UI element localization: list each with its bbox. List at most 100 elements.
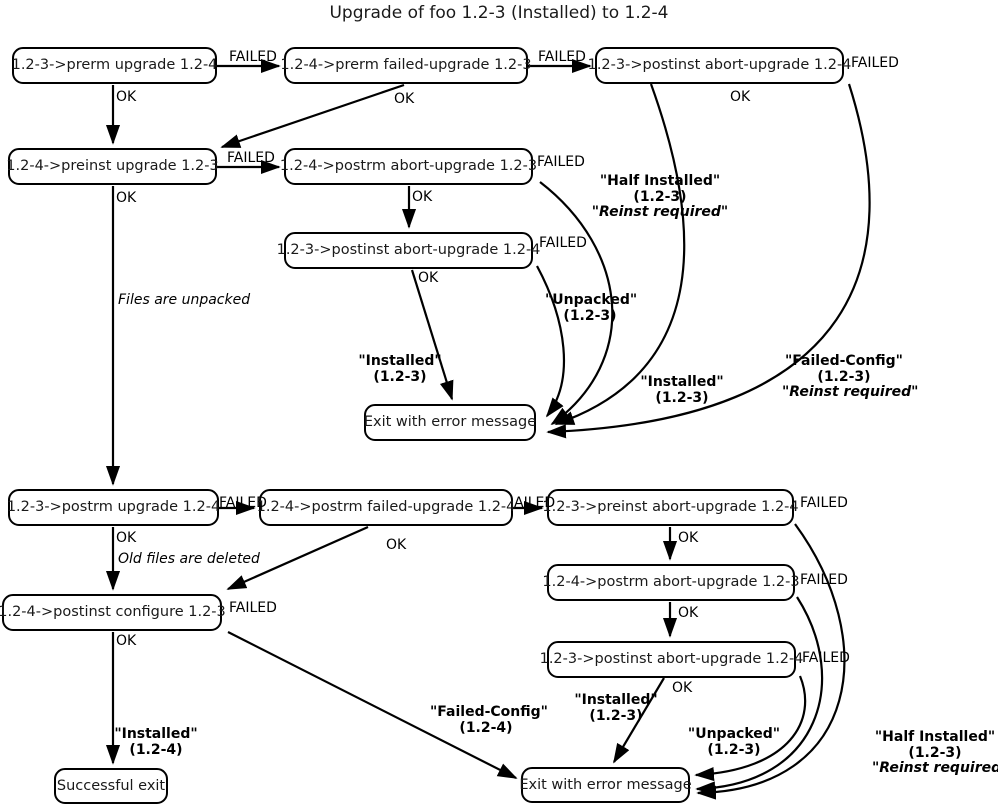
edge-label-text: FAILED — [800, 495, 848, 511]
node-label: 1.2-3->postinst abort-upgrade 1.2-4 — [587, 57, 852, 74]
state-line2: (1.2-4) — [129, 741, 183, 758]
state-line2: (1.2-3) — [589, 707, 643, 724]
edge-label-ok: OK — [386, 537, 407, 554]
edge-label-ok: OK — [678, 530, 699, 547]
node-label: 1.2-3->preinst abort-upgrade 1.2-4 — [542, 499, 799, 516]
edge-label-text: OK — [672, 680, 693, 696]
state-line2: (1.2-3) — [655, 389, 709, 406]
state-line1: "Half Installed" — [874, 729, 996, 745]
edge-label-text: OK — [116, 530, 137, 546]
state-label-half-installed: "Half Installed" (1.2-3) "Reinst require… — [872, 729, 998, 777]
state-line1: "Unpacked" — [545, 292, 638, 308]
state-line1: "Installed" — [114, 726, 198, 742]
note-text: Files are unpacked — [118, 292, 251, 308]
edge-label-failed: FAILED — [227, 150, 275, 167]
edge-label-failed: FAILED — [851, 55, 899, 72]
edge-label-text: OK — [678, 605, 699, 621]
edge-label-text: FAILED — [229, 49, 277, 65]
edge-label-failed: FAILED — [219, 495, 267, 512]
state-line3: "Reinst required" — [782, 384, 919, 401]
edge-label-text: FAILED — [802, 650, 850, 666]
node-postinst-abort-upgrade-bottom[interactable]: 1.2-3->postinst abort-upgrade 1.2-4 — [540, 641, 803, 678]
edge-label-failed: FAILED — [229, 49, 277, 66]
node-prerm-upgrade[interactable]: 1.2-3->prerm upgrade 1.2-4 — [12, 47, 217, 84]
state-line1: "Installed" — [640, 374, 724, 390]
node-label: 1.2-3->postinst abort-upgrade 1.2-4 — [276, 242, 541, 259]
edge-label-failed: FAILED — [538, 49, 586, 66]
edge-label-text: FAILED — [538, 49, 586, 65]
node-prerm-failed-upgrade[interactable]: 1.2-4->prerm failed-upgrade 1.2-3 — [280, 47, 532, 84]
edge-label-failed: AILED — [514, 495, 556, 512]
edge-label-ok: OK — [412, 189, 433, 206]
node-successful-exit[interactable]: Successful exit — [54, 768, 168, 804]
edge-label-failed: FAILED — [539, 235, 587, 252]
node-preinst-upgrade[interactable]: 1.2-4->preinst upgrade 1.2-3 — [6, 148, 219, 185]
edge-label-ok: OK — [394, 91, 415, 108]
edge-label-text: FAILED — [851, 55, 899, 71]
edge-label-text: FAILED — [229, 600, 277, 616]
state-line1: "Failed-Config" — [785, 353, 903, 369]
node-label: 1.2-4->postrm abort-upgrade 1.2-3 — [542, 574, 800, 591]
node-label: 1.2-3->postrm upgrade 1.2-4 — [6, 499, 221, 516]
node-label: Exit with error message — [363, 414, 537, 431]
state-line1: "Installed" — [574, 692, 658, 708]
state-line3: "Reinst required" — [591, 204, 729, 221]
edge-label-failed: FAILED — [537, 154, 585, 171]
node-postrm-failed-upgrade[interactable]: 1.2-4->postrm failed-upgrade 1.2-4 — [256, 489, 516, 526]
edge-label-text: OK — [394, 91, 415, 107]
edge-label-text: OK — [116, 190, 137, 206]
node-label: 1.2-4->postinst configure 1.2-3 — [0, 604, 226, 621]
edge-label-text: OK — [412, 189, 433, 205]
node-exit-with-error-message-bottom[interactable]: Exit with error message — [519, 767, 692, 803]
node-label: 1.2-3->postinst abort-upgrade 1.2-4 — [539, 651, 804, 668]
node-label: 1.2-4->prerm failed-upgrade 1.2-3 — [280, 57, 532, 74]
note-files-are-unpacked: Files are unpacked — [118, 292, 251, 309]
edge-label-text: FAILED — [219, 495, 267, 511]
state-line2: (1.2-3) — [908, 744, 962, 761]
state-label-installed: "Installed" (1.2-4) — [111, 726, 201, 758]
edge-label-text: OK — [418, 270, 439, 286]
node-label: 1.2-4->postrm failed-upgrade 1.2-4 — [256, 499, 516, 516]
edge-label-text: OK — [116, 89, 137, 105]
node-postinst-abort-upgrade-top[interactable]: 1.2-3->postinst abort-upgrade 1.2-4 — [588, 47, 851, 84]
edge-label-text: FAILED — [800, 572, 848, 588]
node-postinst-configure[interactable]: 1.2-4->postinst configure 1.2-3 — [0, 594, 226, 631]
page-title: Upgrade of foo 1.2-3 (Installed) to 1.2-… — [329, 3, 669, 23]
node-preinst-abort-upgrade[interactable]: 1.2-3->preinst abort-upgrade 1.2-4 — [542, 489, 799, 526]
state-label-unpacked: "Unpacked" (1.2-3) — [545, 292, 638, 324]
state-label-unpacked: "Unpacked" (1.2-3) — [686, 726, 782, 758]
state-line2: (1.2-3) — [563, 307, 617, 324]
edge-label-text: OK — [386, 537, 407, 553]
node-postrm-abort-upgrade-bottom[interactable]: 1.2-4->postrm abort-upgrade 1.2-3 — [542, 564, 800, 601]
state-label-installed: "Installed" (1.2-3) — [570, 692, 662, 724]
node-postrm-abort-upgrade-mid[interactable]: 1.2-4->postrm abort-upgrade 1.2-3 — [280, 148, 537, 185]
edge-label-failed: FAILED — [229, 600, 277, 617]
edge-label-text: OK — [730, 89, 751, 105]
node-label: 1.2-3->prerm upgrade 1.2-4 — [11, 57, 218, 74]
state-label-installed: "Installed" (1.2-3) — [637, 374, 727, 406]
edge-label-ok: OK — [730, 89, 751, 106]
state-line2: (1.2-3) — [633, 188, 687, 205]
node-postinst-abort-upgrade-mid[interactable]: 1.2-3->postinst abort-upgrade 1.2-4 — [277, 232, 540, 269]
edge-label-ok: OK — [116, 633, 136, 650]
node-exit-with-error-message-top[interactable]: Exit with error message — [364, 404, 536, 441]
edge-label-text: OK — [678, 530, 699, 546]
state-label-installed: "Installed" (1.2-3) — [355, 353, 445, 385]
state-line1: "Unpacked" — [687, 726, 781, 742]
state-label-failed-config: "Failed-Config" (1.2-4) — [430, 704, 548, 736]
edge-label-text: AILED — [514, 495, 556, 511]
edge-label-ok: OK — [672, 680, 693, 697]
edge-label-ok: OK — [418, 270, 439, 287]
state-line3: "Reinst required" — [872, 760, 998, 777]
note-old-files-are-deleted: Old files are deleted — [118, 551, 260, 568]
state-line1: "Installed" — [358, 353, 442, 369]
node-postrm-upgrade[interactable]: 1.2-3->postrm upgrade 1.2-4 — [6, 489, 221, 526]
node-label: Successful exit — [56, 777, 166, 794]
node-label: Exit with error message — [519, 776, 692, 793]
state-label-failed-config: "Failed-Config" (1.2-3) "Reinst required… — [782, 353, 919, 401]
state-line2: (1.2-3) — [817, 368, 871, 385]
note-text: Old files are deleted — [118, 551, 260, 567]
node-label: 1.2-4->postrm abort-upgrade 1.2-3 — [279, 158, 538, 175]
node-label: 1.2-4->preinst upgrade 1.2-3 — [6, 158, 219, 175]
